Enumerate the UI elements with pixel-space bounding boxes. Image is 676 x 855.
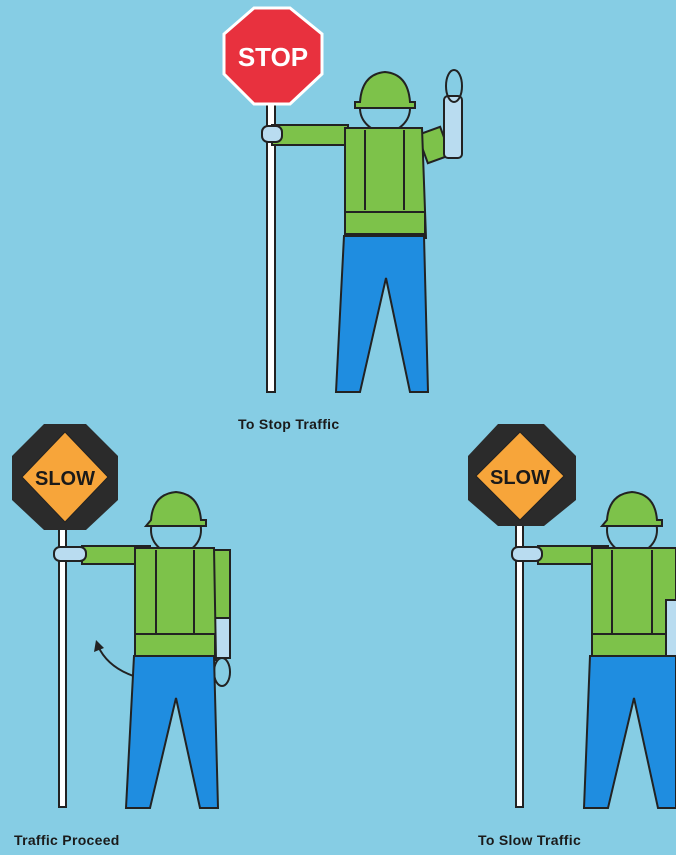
stop-belt: [345, 212, 425, 234]
caption-stop: To Stop Traffic: [238, 416, 339, 432]
slow-belt: [592, 634, 676, 656]
proceed-sign-text: SLOW: [35, 468, 95, 490]
stop-pants: [336, 236, 428, 392]
caption-proceed: Traffic Proceed: [14, 832, 120, 848]
proceed-belt: [135, 634, 215, 656]
slow-pants: [584, 656, 676, 808]
figure-proceed: SLOW: [12, 424, 230, 808]
stop-left-hand: [262, 126, 282, 142]
slow-sign-text: SLOW: [490, 467, 550, 489]
figure-stop: STOP: [224, 8, 462, 392]
proceed-helmet: [146, 492, 206, 526]
figure-slow: SLOW: [468, 424, 676, 808]
slow-left-hand: [512, 547, 542, 561]
stop-helmet: [355, 72, 415, 108]
stop-sign-text: STOP: [238, 42, 308, 72]
proceed-left-hand: [54, 547, 86, 561]
proceed-pants: [126, 656, 218, 808]
caption-slow: To Slow Traffic: [478, 832, 581, 848]
slow-right-arm: [666, 600, 676, 660]
proceed-right-hand: [214, 658, 230, 686]
stop-right-forearm: [444, 96, 462, 158]
stop-left-arm: [272, 125, 348, 145]
slow-helmet: [602, 492, 662, 526]
